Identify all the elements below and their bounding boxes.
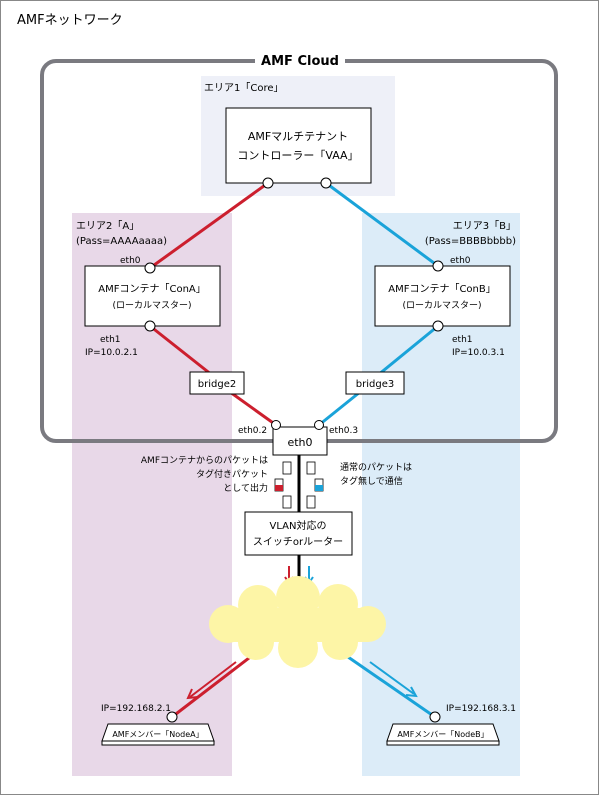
link-bridge3-eth03: [318, 390, 361, 427]
node-a-device: [101, 723, 215, 746]
con-b-line1: AMFコンテナ「ConB」: [388, 283, 496, 295]
controller-box: [225, 107, 372, 184]
host-eth03-port: [314, 420, 324, 430]
note-tagged-line3: として出力: [223, 482, 268, 494]
con-b-eth1-label: eth1: [452, 335, 473, 345]
controller-line2: コントローラー「VAA」: [237, 149, 358, 162]
node-b-device: [386, 723, 500, 746]
area-b-label: エリア3「B」: [453, 220, 516, 232]
con-b-eth0-port: [432, 260, 444, 272]
link-cloud-nodea: [171, 646, 263, 719]
note-tagged-line2: タグ付きパケット: [196, 468, 268, 480]
blue-diagonal-arrow-icon: [369, 661, 418, 698]
con-a-box: [84, 265, 221, 327]
host-eth0-label: eth0: [287, 436, 312, 449]
node-a-port: [166, 711, 178, 723]
node-b-ip: IP=192.168.3.1: [446, 704, 516, 714]
node-b-label: AMFメンバー「NodeB」: [397, 730, 488, 739]
con-a-line2: (ローカルマスター): [112, 300, 191, 311]
note-tagged-line1: AMFコンテナからのパケットは: [141, 455, 268, 466]
host-eth02-port: [271, 420, 281, 430]
controller-port-left: [262, 177, 274, 189]
switch-line1: VLAN対応の: [270, 519, 327, 532]
con-a-eth0-port: [144, 262, 156, 274]
node-a-ip: IP=192.168.2.1: [101, 704, 171, 714]
node-b-port: [429, 711, 441, 723]
untagged-packet-icon: [306, 461, 324, 509]
con-b-eth0-label: eth0: [450, 256, 471, 266]
red-diagonal-arrow-icon: [186, 661, 237, 700]
area-b-pass: (Pass=BBBBbbbb): [425, 236, 516, 247]
bridge3-box: [345, 371, 405, 395]
link-cloud-nodeb: [334, 646, 436, 719]
note-untagged-line2: タグ無しで通信: [340, 475, 403, 487]
switch-box: [244, 511, 353, 556]
node-a-label: AMFメンバー「NodeA」: [112, 730, 203, 739]
con-a-ip: IP=10.0.2.1: [85, 348, 138, 358]
area-a-label: エリア2「A」: [76, 220, 139, 232]
amf-cloud-label-bg: [255, 50, 345, 70]
host-eth0-box: [272, 426, 328, 456]
amf-cloud-label: AMF Cloud: [261, 54, 339, 69]
network-cloud-icon: [209, 576, 386, 668]
link-bridge2-eth02: [229, 390, 277, 427]
host-eth02-label: eth0.2: [238, 426, 267, 436]
con-b-line2: (ローカルマスター): [402, 300, 481, 311]
link-controller-cona: [149, 181, 269, 270]
host-eth03-label: eth0.3: [329, 426, 358, 436]
link-conb-bridge3: [377, 324, 439, 377]
con-b-eth1-port: [432, 320, 444, 332]
con-b-box: [374, 265, 511, 327]
link-controller-conb: [325, 181, 439, 268]
area-core-label: エリア1「Core」: [204, 82, 284, 94]
note-untagged-line1: 通常のパケットは: [340, 461, 412, 473]
bridge3-label: bridge3: [356, 379, 394, 390]
link-cona-bridge2: [149, 324, 213, 377]
switch-line2: スイッチorルーター: [253, 536, 343, 548]
con-a-line1: AMFコンテナ「ConA」: [98, 283, 206, 295]
page-title: AMFネットワーク: [17, 13, 123, 28]
con-a-eth0-label: eth0: [120, 256, 141, 266]
area-a-pass: (Pass=AAAAaaaa): [76, 236, 167, 247]
bridge2-label: bridge2: [198, 379, 236, 390]
tagged-packet-icon: [274, 461, 292, 509]
bridge2-box: [189, 371, 245, 395]
con-a-eth1-port: [144, 320, 156, 332]
controller-port-right: [320, 177, 332, 189]
controller-line1: AMFマルチテナント: [248, 130, 348, 143]
con-a-eth1-label: eth1: [100, 335, 121, 345]
con-b-ip: IP=10.0.3.1: [452, 348, 505, 358]
